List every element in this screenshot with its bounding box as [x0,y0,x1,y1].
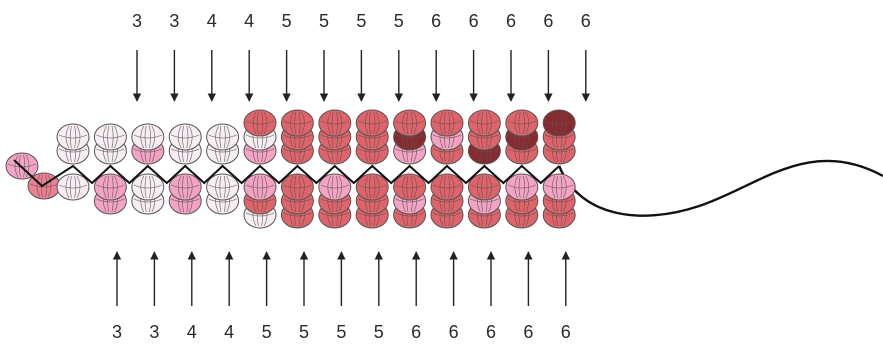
bottom-count-label: 6 [481,322,501,342]
bead-columns [6,110,575,228]
top-bead-column [319,110,351,164]
top-bead-column [207,124,239,164]
bead [132,124,164,150]
top-bead-column [468,110,500,164]
bead [506,174,538,200]
bead [281,110,313,136]
top-count-label: 4 [202,11,222,31]
bottom-count-label: 4 [182,322,202,342]
bottom-count-label: 6 [406,322,426,342]
bottom-bead-column [468,174,500,228]
bead [356,174,388,200]
top-bead-column [132,124,164,164]
top-bead-column [543,110,575,164]
bottom-bead-column [394,174,426,228]
bead [169,124,201,150]
bead [244,174,276,200]
top-count-label: 5 [389,11,409,31]
bead [394,174,426,200]
bead [57,174,89,200]
top-count-label: 3 [164,11,184,31]
top-bead-column [169,124,201,164]
top-count-label: 6 [464,11,484,31]
bottom-bead-column [57,174,89,200]
bottom-bead-column [506,174,538,228]
top-count-label: 4 [239,11,259,31]
top-bead-column [506,110,538,164]
top-count-label: 5 [314,11,334,31]
bead [169,174,201,200]
top-count-label: 6 [426,11,446,31]
bottom-count-label: 3 [107,322,127,342]
bead [431,110,463,136]
top-bead-column [244,110,276,164]
top-bead-column [356,110,388,164]
bead [319,110,351,136]
top-bead-column [281,110,313,164]
bead [468,110,500,136]
bottom-bead-column [132,174,164,214]
top-bead-column [57,124,89,164]
bead [394,110,426,136]
bottom-bead-column [543,174,575,228]
bead [356,110,388,136]
top-count-label: 6 [576,11,596,31]
bottom-count-label: 5 [369,322,389,342]
top-count-label: 3 [127,11,147,31]
bead [543,174,575,200]
bottom-bead-column [94,174,126,214]
bead [57,124,89,150]
bead [319,174,351,200]
bead [244,110,276,136]
bead [431,174,463,200]
bottom-count-label: 4 [219,322,239,342]
bead [543,110,575,136]
top-count-label: 5 [351,11,371,31]
bottom-count-label: 5 [257,322,277,342]
bead [94,124,126,150]
bottom-count-label: 3 [144,322,164,342]
bottom-bead-column [431,174,463,228]
top-count-label: 5 [277,11,297,31]
bottom-bead-column [244,174,276,228]
bead [468,174,500,200]
bead [281,174,313,200]
thread-tail [559,161,883,216]
thread-tail-line [559,161,883,216]
start-bead [6,153,38,179]
top-bead-column [394,110,426,164]
bead [94,174,126,200]
top-bead-column [94,124,126,164]
bottom-count-label: 6 [518,322,538,342]
bead [207,174,239,200]
bottom-count-label: 5 [294,322,314,342]
top-bead-column [431,110,463,164]
bottom-bead-column [169,174,201,214]
bottom-bead-column [207,174,239,214]
top-count-label: 6 [538,11,558,31]
bottom-count-label: 6 [556,322,576,342]
bottom-bead-column [319,174,351,228]
bottom-bead-column [356,174,388,228]
bead [207,124,239,150]
top-count-label: 6 [501,11,521,31]
bottom-count-label: 6 [444,322,464,342]
bottom-bead-column [281,174,313,228]
bead [506,110,538,136]
bottom-count-label: 5 [331,322,351,342]
bead [132,174,164,200]
